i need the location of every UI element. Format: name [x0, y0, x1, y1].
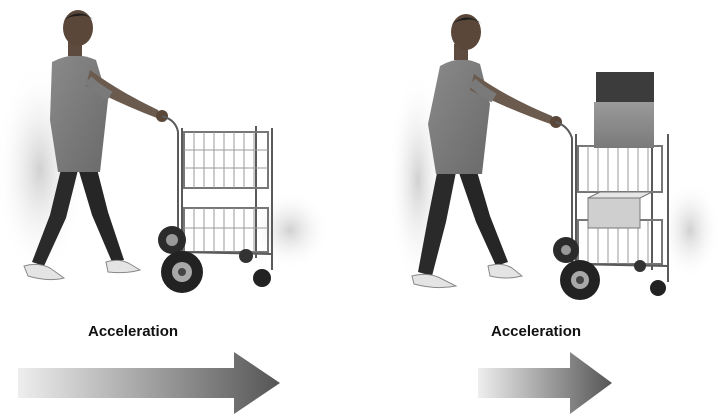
right-cart-shadow	[660, 180, 718, 280]
box-middle	[594, 102, 654, 148]
left-cart	[161, 115, 273, 270]
right-cart-boxes	[587, 72, 654, 229]
left-cart-shadow	[250, 190, 330, 270]
right-scene	[388, 14, 718, 300]
acceleration-label-left: Acceleration	[88, 323, 179, 340]
box-lower	[587, 197, 641, 229]
right-cart-wheels	[553, 237, 666, 300]
left-boy	[23, 10, 168, 281]
acceleration-arrow-left	[18, 352, 280, 414]
acceleration-arrow-right	[478, 352, 612, 414]
illustration	[0, 10, 718, 300]
box-top	[596, 72, 654, 102]
acceleration-label-right: Acceleration	[491, 323, 582, 340]
left-scene	[0, 10, 330, 293]
left-cart-wheels	[158, 226, 271, 293]
right-boy	[411, 14, 562, 289]
